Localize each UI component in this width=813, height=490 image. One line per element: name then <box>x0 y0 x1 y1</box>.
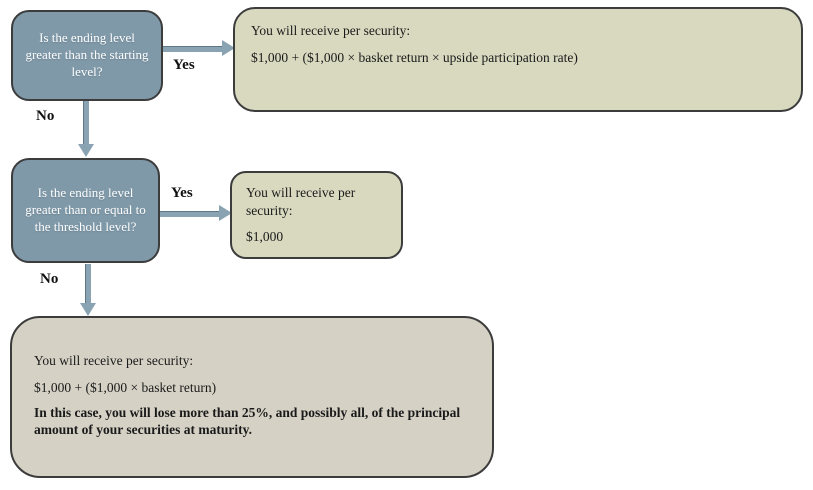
arrow-yes-2-shaft <box>160 211 219 217</box>
arrow-right-icon <box>222 40 235 56</box>
arrow-down-icon <box>80 303 96 316</box>
decision-box-ending-vs-starting: Is the ending level greater than the sta… <box>11 10 163 101</box>
outcome-box-principal-return: You will receive per security: $1,000 <box>230 171 403 259</box>
outcome-upside-title: You will receive per security: <box>251 23 411 38</box>
outcome-upside-formula: $1,000 + ($1,000 × basket return × upsid… <box>251 49 578 65</box>
outcome-box-loss: You will receive per security: $1,000 + … <box>10 316 494 478</box>
outcome-loss-title: You will receive per security: <box>34 353 194 368</box>
arrow-right-icon <box>219 205 232 221</box>
branch-label-no-2: No <box>40 271 59 287</box>
decision-box-ending-vs-threshold: Is the ending level greater than or equa… <box>11 158 160 263</box>
branch-label-yes-2: Yes <box>171 185 193 201</box>
branch-label-yes-1: Yes <box>173 57 195 73</box>
decision-box-ending-vs-threshold-text: Is the ending level greater than or equa… <box>25 185 146 234</box>
outcome-principal-title: You will receive per security: <box>246 185 356 218</box>
outcome-loss-warning: In this case, you will lose more than 25… <box>34 405 461 437</box>
arrow-no-2-shaft <box>85 264 91 304</box>
outcome-loss-formula: $1,000 + ($1,000 × basket return) <box>34 379 217 395</box>
arrow-down-icon <box>78 144 94 157</box>
outcome-box-upside: You will receive per security: $1,000 + … <box>233 7 803 112</box>
arrow-no-1-shaft <box>83 101 89 145</box>
arrow-yes-1-shaft <box>163 46 222 52</box>
branch-label-no-1: No <box>36 108 55 124</box>
decision-box-ending-vs-starting-text: Is the ending level greater than the sta… <box>25 30 149 79</box>
outcome-principal-formula: $1,000 <box>246 229 284 245</box>
